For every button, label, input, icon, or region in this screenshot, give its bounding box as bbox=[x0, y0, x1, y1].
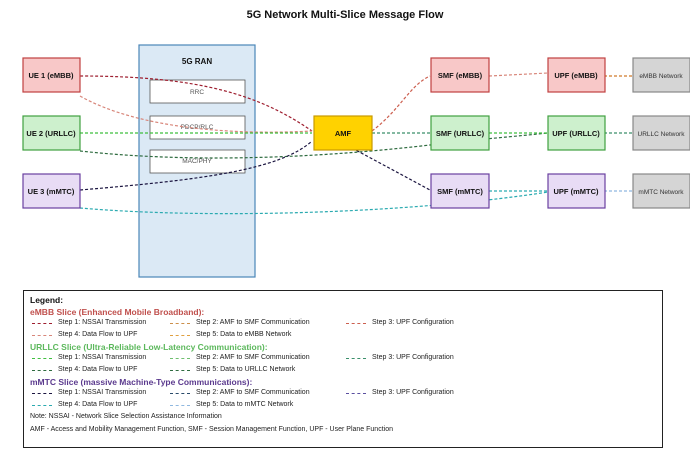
diagram-title: 5G Network Multi-Slice Message Flow bbox=[247, 9, 444, 21]
ue-1-label: UE 1 (eMBB) bbox=[28, 71, 74, 80]
legend-embb-step4-swatch bbox=[32, 335, 52, 336]
mmtc-step2-line bbox=[351, 147, 431, 191]
smf-urllc-label: SMF (URLLC) bbox=[436, 129, 485, 138]
legend-mmtc-step3-swatch bbox=[346, 393, 366, 394]
upf-mmtc-label: UPF (mMTC) bbox=[554, 187, 599, 196]
upf-urllc-label: UPF (URLLC) bbox=[552, 129, 600, 138]
legend-mmtc-step3: Step 3: UPF Configuration bbox=[372, 389, 454, 396]
legend-urllc-step1: Step 1: NSSAI Transmission bbox=[58, 354, 147, 361]
smf-embb-label: SMF (eMBB) bbox=[438, 71, 483, 80]
smf-mmtc-node[interactable]: SMF (mMTC) bbox=[430, 173, 490, 209]
amf-node[interactable]: AMF bbox=[313, 115, 373, 151]
legend: Legend: eMBB Slice (Enhanced Mobile Broa… bbox=[23, 290, 663, 448]
smf-mmtc-label: SMF (mMTC) bbox=[437, 187, 483, 196]
ue-1-node[interactable]: UE 1 (eMBB) bbox=[22, 57, 81, 93]
ran-layer-pdcp-label: PDCP/RLC bbox=[181, 124, 214, 131]
ran-layer-rrc-label: RRC bbox=[190, 89, 204, 96]
legend-title: Legend: bbox=[30, 295, 64, 305]
network-urllc-node[interactable]: URLLC Network bbox=[632, 115, 690, 151]
legend-embb-step5: Step 5: Data to eMBB Network bbox=[196, 331, 292, 338]
upf-embb-label: UPF (eMBB) bbox=[554, 71, 598, 80]
embb-step3-line bbox=[488, 72, 549, 77]
legend-mmtc-step5-swatch bbox=[170, 405, 190, 406]
mmtc-step1-line bbox=[79, 140, 313, 191]
ran-layer-rrc-box bbox=[149, 79, 246, 104]
embb-step2-line bbox=[371, 75, 431, 132]
network-mmtc-label: mMTC Network bbox=[638, 189, 684, 196]
legend-urllc-header: URLLC Slice (Ultra-Reliable Low-Latency … bbox=[30, 342, 268, 352]
legend-mmtc-step2: Step 2: AMF to SMF Communication bbox=[196, 389, 310, 396]
legend-mmtc-step1: Step 1: NSSAI Transmission bbox=[58, 389, 147, 396]
ran-layer-mac-box bbox=[149, 149, 246, 174]
legend-mmtc-step1-swatch bbox=[32, 393, 52, 394]
mmtc-step4-line bbox=[79, 191, 549, 215]
legend-mmtc-header: mMTC Slice (massive Machine-Type Communi… bbox=[30, 377, 253, 387]
legend-urllc-step4-swatch bbox=[32, 370, 52, 371]
legend-embb-step1: Step 1: NSSAI Transmission bbox=[58, 319, 147, 326]
ue-2-node[interactable]: UE 2 (URLLC) bbox=[22, 115, 81, 151]
legend-urllc-step3-swatch bbox=[346, 358, 366, 359]
urllc-step4-line bbox=[79, 132, 549, 159]
legend-mmtc-step4: Step 4: Data Flow to UPF bbox=[58, 401, 138, 408]
smf-embb-node[interactable]: SMF (eMBB) bbox=[430, 57, 490, 93]
embb-step4-line bbox=[79, 95, 313, 133]
legend-urllc-step5-swatch bbox=[170, 370, 190, 371]
legend-note-nssai: Note: NSSAI - Network Slice Selection As… bbox=[30, 413, 222, 420]
legend-embb-step1-swatch bbox=[32, 323, 52, 324]
network-urllc-label: URLLC Network bbox=[638, 131, 686, 138]
legend-mmtc-step5: Step 5: Data to mMTC Network bbox=[196, 401, 294, 408]
network-mmtc-node[interactable]: mMTC Network bbox=[632, 173, 690, 209]
legend-mmtc-step2-swatch bbox=[170, 393, 190, 394]
legend-embb-step4: Step 4: Data Flow to UPF bbox=[58, 331, 138, 338]
legend-urllc-step4: Step 4: Data Flow to UPF bbox=[58, 366, 138, 373]
ue-3-label: UE 3 (mMTC) bbox=[28, 187, 75, 196]
legend-embb-step2: Step 2: AMF to SMF Communication bbox=[196, 319, 310, 326]
network-embb-node[interactable]: eMBB Network bbox=[632, 57, 690, 93]
ue-3-node[interactable]: UE 3 (mMTC) bbox=[22, 173, 81, 209]
ue-2-label: UE 2 (URLLC) bbox=[26, 129, 76, 138]
legend-urllc-step1-swatch bbox=[32, 358, 52, 359]
upf-urllc-node[interactable]: UPF (URLLC) bbox=[547, 115, 606, 151]
legend-embb-step3: Step 3: UPF Configuration bbox=[372, 319, 454, 326]
smf-urllc-node[interactable]: SMF (URLLC) bbox=[430, 115, 490, 151]
flow-lines bbox=[79, 72, 633, 215]
legend-urllc-step5: Step 5: Data to URLLC Network bbox=[196, 366, 296, 373]
legend-note-functions: AMF - Access and Mobility Management Fun… bbox=[30, 426, 393, 433]
legend-urllc-step2: Step 2: AMF to SMF Communication bbox=[196, 354, 310, 361]
embb-step1-line bbox=[79, 75, 313, 132]
legend-embb-step3-swatch bbox=[346, 323, 366, 324]
legend-embb-header: eMBB Slice (Enhanced Mobile Broadband): bbox=[30, 307, 205, 317]
upf-embb-node[interactable]: UPF (eMBB) bbox=[547, 57, 606, 93]
legend-urllc-step2-swatch bbox=[170, 358, 190, 359]
legend-embb-step2-swatch bbox=[170, 323, 190, 324]
ran-layer-mac-label: MAC/PHY bbox=[182, 158, 212, 165]
network-embb-label: eMBB Network bbox=[639, 73, 683, 80]
ran-title: 5G RAN bbox=[182, 57, 212, 66]
legend-urllc-step3: Step 3: UPF Configuration bbox=[372, 354, 454, 361]
legend-embb-step5-swatch bbox=[170, 335, 190, 336]
upf-mmtc-node[interactable]: UPF (mMTC) bbox=[547, 173, 606, 209]
amf-label: AMF bbox=[335, 129, 352, 138]
legend-mmtc-step4-swatch bbox=[32, 405, 52, 406]
